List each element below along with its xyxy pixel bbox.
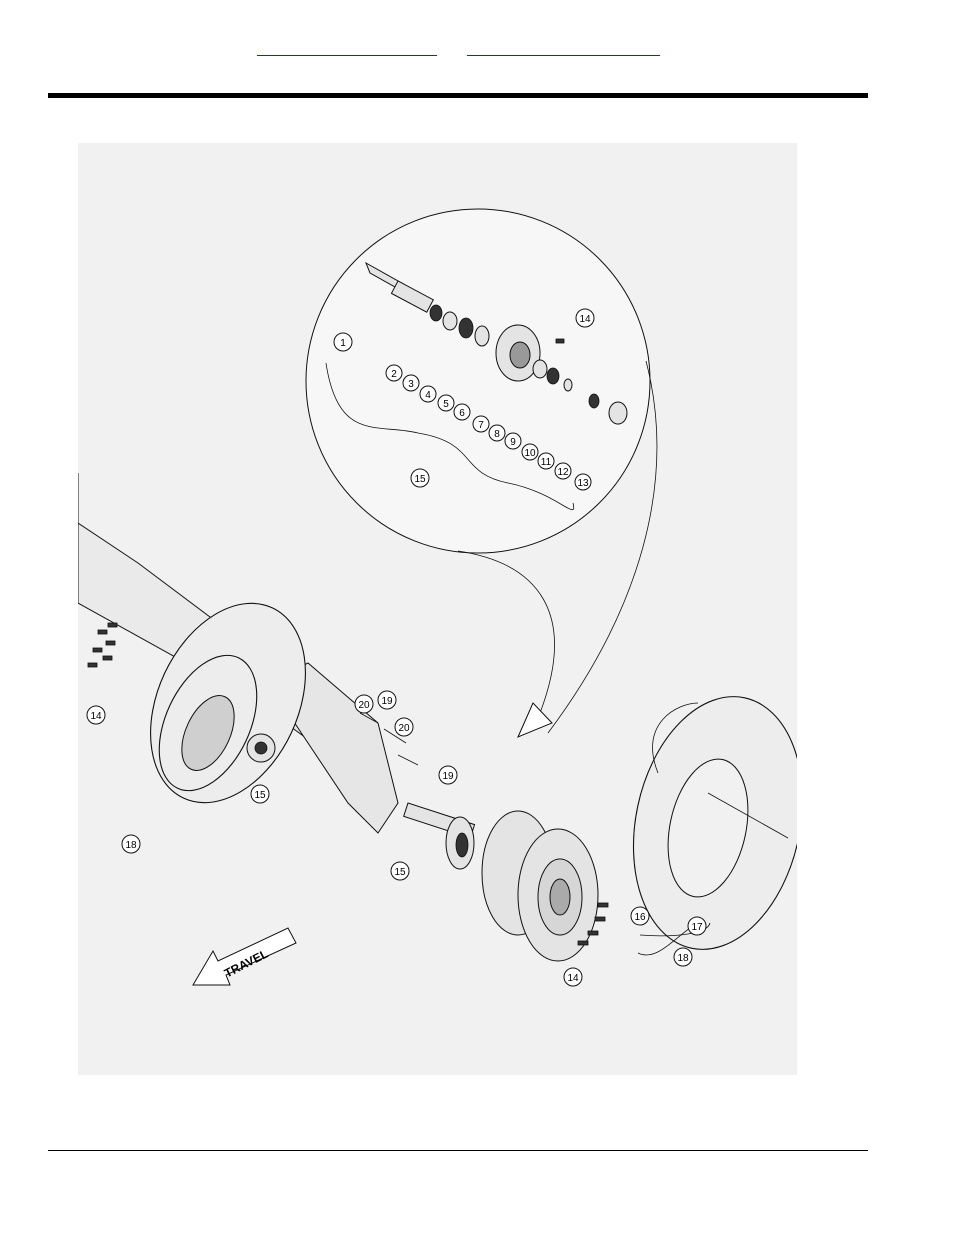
header-rule [48,93,868,98]
callout-19-upper: 19 [381,696,393,707]
parts-diagram-drawing: 1 2 3 4 5 6 7 8 9 10 11 12 13 14 15 [78,143,797,1075]
callout-3: 3 [408,379,414,390]
callout-15-detail: 15 [414,474,426,485]
detail-magnifier [306,209,657,737]
header-link-right[interactable] [467,41,660,56]
callout-14-left: 14 [90,711,102,722]
callout-17: 17 [691,922,703,933]
callout-18-right: 18 [677,953,689,964]
callout-15-right: 15 [394,867,406,878]
callout-14-detail: 14 [579,314,591,325]
callout-18-left: 18 [125,840,137,851]
travel-arrow: TRAVEL [193,928,296,985]
footer-rule [48,1150,868,1151]
callout-20-upper: 20 [358,700,370,711]
callout-9: 9 [510,437,516,448]
callout-12: 12 [557,467,569,478]
callout-2: 2 [391,369,397,380]
callout-19-lower: 19 [442,771,454,782]
left-bolts [88,623,117,667]
callout-6: 6 [459,408,465,419]
callout-1: 1 [340,338,346,349]
callout-15-left: 15 [254,790,266,801]
header-link-left[interactable] [257,41,437,56]
callout-11: 11 [541,457,552,468]
callout-13: 13 [577,478,589,489]
callout-10: 10 [524,448,536,459]
callout-8: 8 [494,429,500,440]
callout-16: 16 [634,912,646,923]
callout-7: 7 [478,420,484,431]
parts-diagram: 1 2 3 4 5 6 7 8 9 10 11 12 13 14 15 [78,143,797,1075]
callout-5: 5 [443,399,449,410]
callout-14-right: 14 [567,973,579,984]
callout-4: 4 [425,390,431,401]
callout-20-lower: 20 [398,723,410,734]
right-hub-rim [404,803,598,961]
